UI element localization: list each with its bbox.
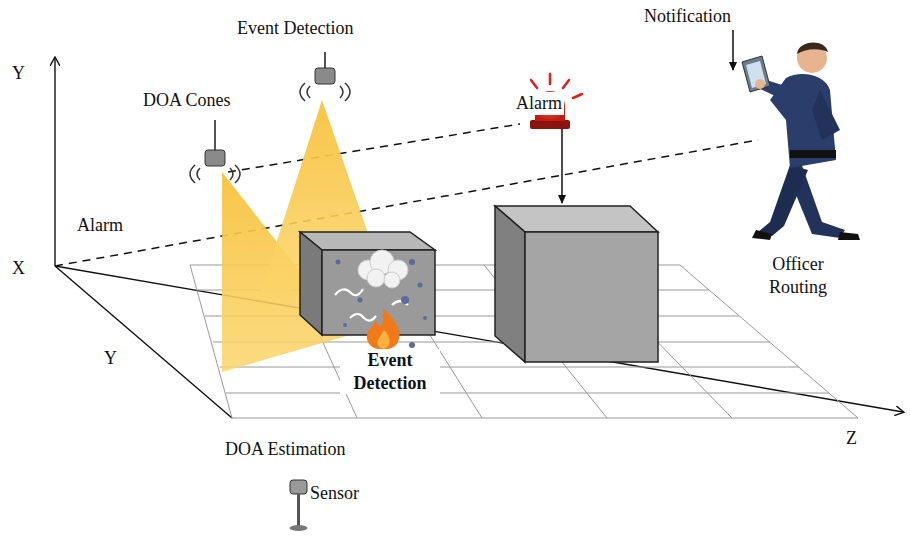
- alarm-label: Alarm: [75, 214, 125, 237]
- event-label: Event Detection: [340, 349, 440, 394]
- dashed-link: [228, 124, 520, 172]
- event-box: [300, 232, 435, 348]
- officer-label: Officer Routing: [750, 253, 846, 298]
- event-sensor: [300, 52, 350, 101]
- estimation-label: DOA Estimation: [223, 438, 348, 461]
- sensor-label: Sensor: [308, 482, 361, 505]
- axis-label: X: [10, 257, 27, 280]
- axis-label: Y: [102, 347, 119, 370]
- alarm-label: Alarm: [514, 92, 564, 115]
- sensor-label: Event Detection: [235, 17, 355, 40]
- sensor-label: DOA Cones: [141, 89, 233, 112]
- axis-label: Z: [844, 427, 859, 450]
- y-axis: [54, 58, 55, 266]
- axis-label: Y: [10, 62, 27, 85]
- notification-label: Notification: [642, 5, 733, 28]
- target-box: [495, 206, 658, 362]
- officer-figure: [742, 42, 860, 240]
- alarm-arrow: [561, 116, 563, 203]
- doa-sensor: [190, 120, 240, 183]
- notification-arrow: [732, 30, 734, 70]
- sensor-icon: [290, 480, 308, 531]
- y-axis-depth: [55, 266, 232, 418]
- fire: [367, 308, 400, 350]
